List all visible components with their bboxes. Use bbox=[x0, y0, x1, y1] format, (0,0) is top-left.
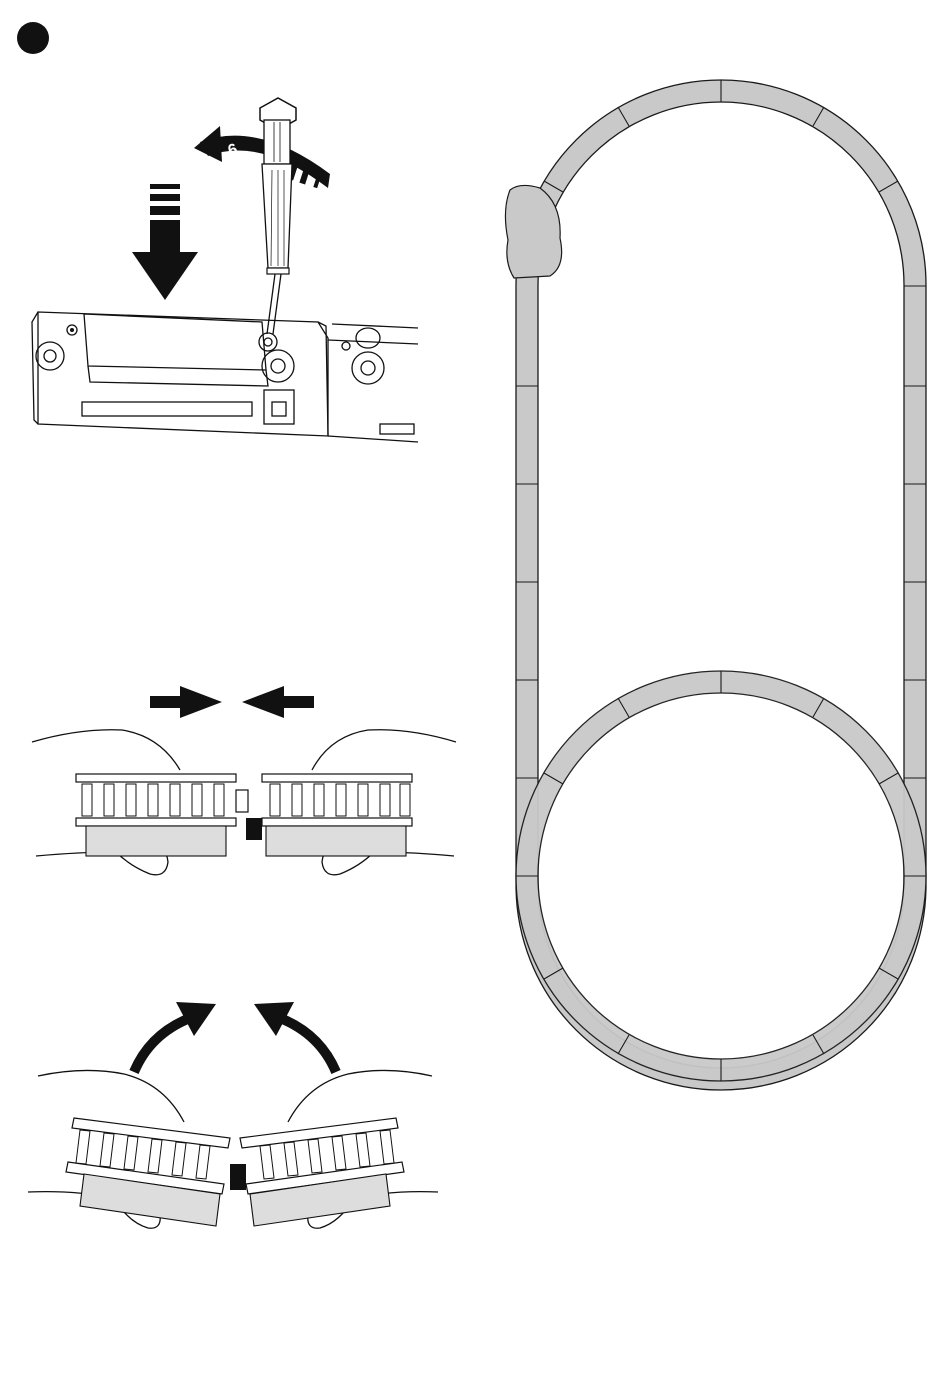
step3-illustration bbox=[24, 994, 454, 1244]
locomotive-chassis-icon bbox=[32, 312, 418, 442]
step2-illustration bbox=[30, 684, 460, 894]
track-layout-oval-with-loop bbox=[505, 80, 926, 1090]
push-right-arrow-icon bbox=[150, 686, 222, 718]
step1-illustration: 6 bbox=[28, 90, 428, 450]
push-left-arrow-icon bbox=[242, 686, 314, 718]
curved-arrow-left-icon bbox=[134, 1002, 216, 1072]
curved-arrow-right-icon bbox=[254, 1002, 336, 1072]
step-marker-dot-icon bbox=[16, 21, 50, 55]
rotate-arrow-icon bbox=[194, 126, 330, 188]
screwdriver-icon bbox=[260, 98, 296, 334]
left-track-section-icon bbox=[76, 774, 248, 856]
down-arrow-icon bbox=[132, 184, 198, 300]
bent-left-track-icon bbox=[66, 1118, 230, 1226]
bent-right-track-icon bbox=[230, 1118, 404, 1226]
step-marker bbox=[16, 21, 50, 55]
track-layout-diagram bbox=[490, 70, 940, 1100]
right-track-section-icon bbox=[246, 774, 412, 856]
